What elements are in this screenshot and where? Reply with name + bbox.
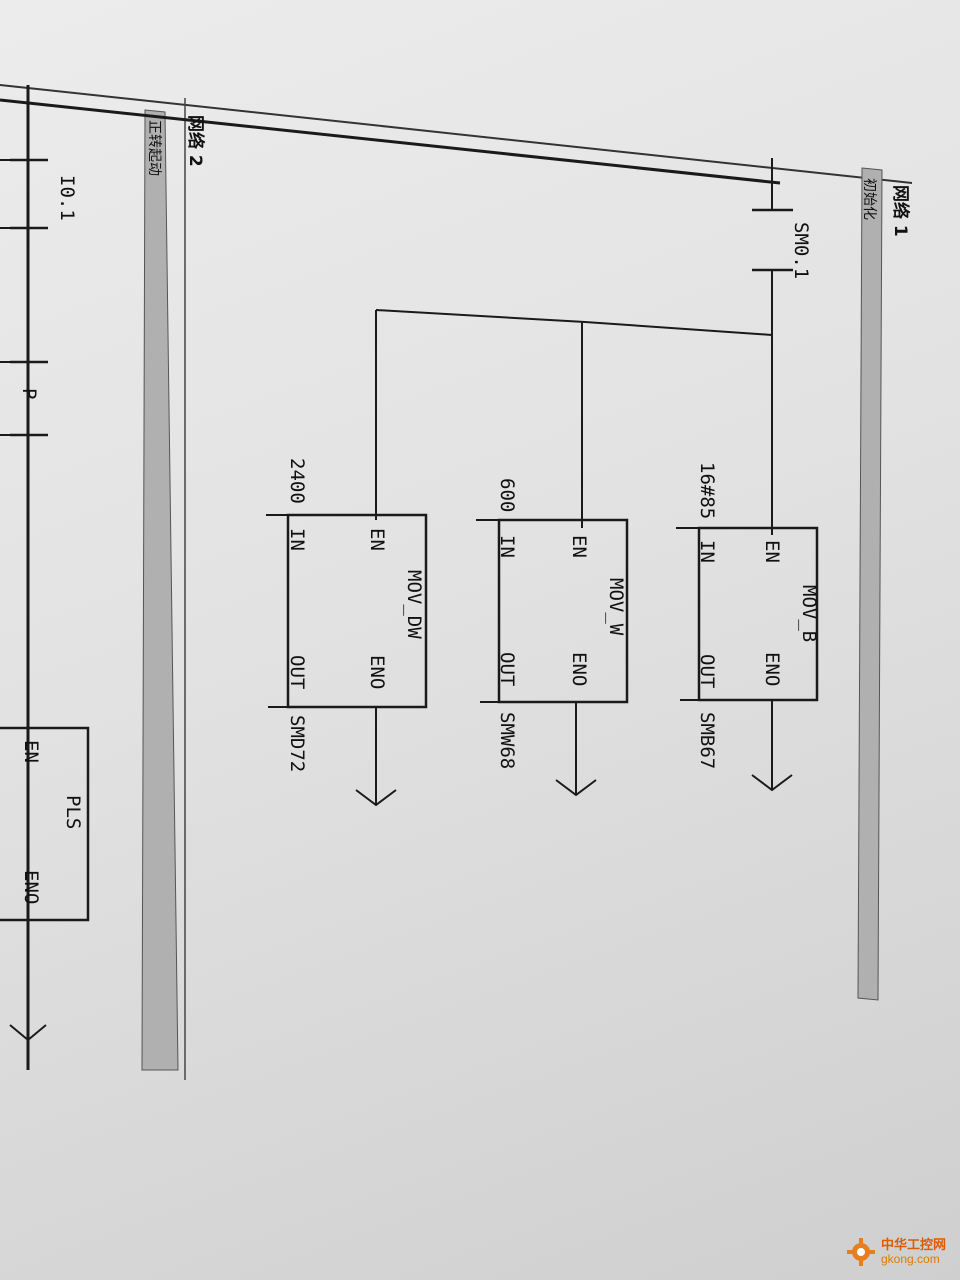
sm01-label: SM0.1 bbox=[790, 222, 812, 280]
mov-dw-in: IN bbox=[286, 528, 308, 551]
mov-dw-eno: ENO bbox=[366, 655, 388, 690]
network-1-branch-wires bbox=[375, 309, 773, 535]
mov-dw-block bbox=[266, 513, 428, 807]
mov-w-in: IN bbox=[496, 535, 518, 558]
network-2-heading: 网络 2 bbox=[185, 115, 205, 167]
pls-eno: ENO bbox=[20, 870, 42, 905]
mov-dw-out: OUT bbox=[286, 655, 308, 690]
mov-b-title: MOV_B bbox=[798, 585, 820, 643]
mov-b-out: OUT bbox=[696, 654, 718, 689]
sm01-contact bbox=[752, 158, 793, 335]
mov-b-in: IN bbox=[696, 540, 718, 563]
positive-edge-contact bbox=[10, 360, 48, 437]
network-1-heading: 网络 1 bbox=[890, 185, 910, 237]
mov-dw-title: MOV_DW bbox=[403, 570, 425, 639]
network-1-comment-band bbox=[857, 167, 883, 1001]
mov-w-title: MOV_W bbox=[605, 578, 627, 636]
network-1-power-rail bbox=[0, 98, 781, 185]
mov-b-en: EN bbox=[761, 540, 783, 563]
p-edge-label: P bbox=[18, 388, 40, 400]
mov-w-in-value: 600 bbox=[496, 478, 518, 513]
watermark-brand: 中华工控网 bbox=[880, 1237, 946, 1253]
page-border-top bbox=[0, 84, 913, 184]
watermark: 中华工控网 gkong.com bbox=[846, 1237, 946, 1266]
mov-dw-out-addr: SMD72 bbox=[286, 715, 308, 773]
network-2-wires bbox=[0, 159, 86, 729]
mov-w-block bbox=[476, 518, 629, 797]
pls-title: PLS bbox=[62, 795, 84, 830]
network-2-comment-band bbox=[141, 109, 179, 1071]
mov-w-en: EN bbox=[568, 535, 590, 558]
mov-dw-in-value: 2400 bbox=[286, 458, 308, 504]
mov-b-block bbox=[676, 526, 819, 792]
mov-b-in-value: 16#85 bbox=[696, 462, 718, 520]
i01-contact bbox=[10, 158, 48, 230]
mov-b-eno: ENO bbox=[761, 652, 783, 687]
i01-label: I0.1 bbox=[56, 175, 78, 221]
mov-w-eno: ENO bbox=[568, 652, 590, 687]
pls-en: EN bbox=[20, 740, 42, 763]
network-2-comment: 正转起动 bbox=[146, 120, 162, 176]
network-1-comment: 初始化 bbox=[861, 178, 877, 220]
mov-w-out-addr: SMW68 bbox=[496, 712, 518, 770]
watermark-site: gkong.com bbox=[880, 1251, 940, 1266]
mov-b-out-addr: SMB67 bbox=[696, 712, 718, 770]
mov-dw-en: EN bbox=[366, 528, 388, 551]
mov-w-out: OUT bbox=[496, 652, 518, 687]
pls-block bbox=[0, 726, 90, 1042]
gear-icon bbox=[846, 1238, 875, 1266]
